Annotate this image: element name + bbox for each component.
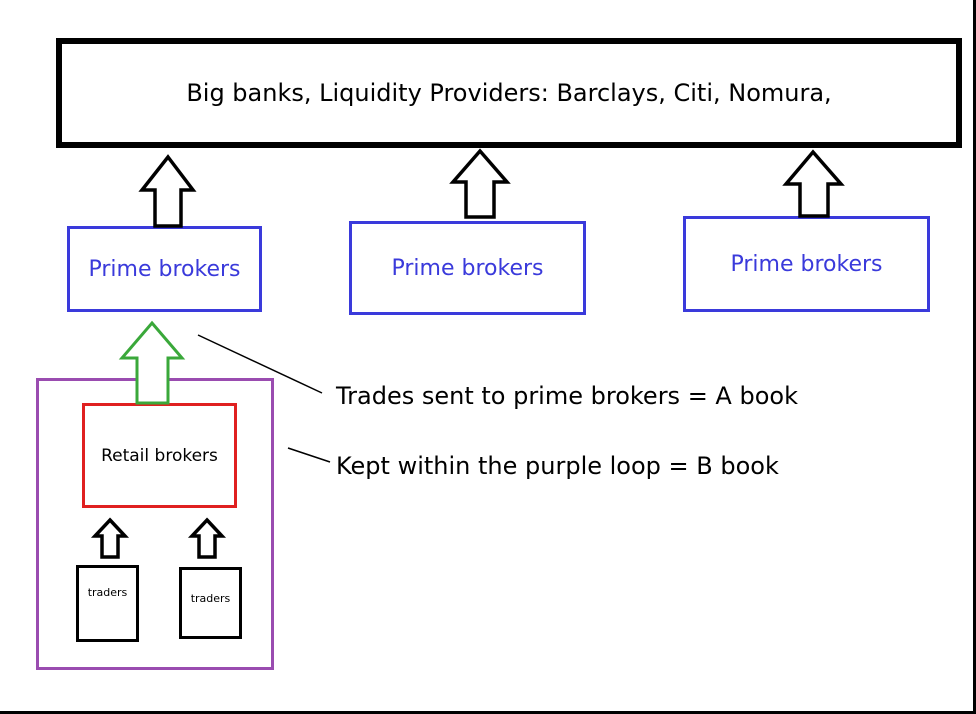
small-up-arrow-icon-trader-1	[90, 517, 130, 559]
up-arrow-icon-prime-1	[138, 154, 197, 228]
small-up-arrow-icon-trader-2	[187, 517, 227, 559]
prime-broker-box-2: Prime brokers	[349, 221, 586, 315]
trader-label-1: traders	[87, 586, 128, 599]
up-arrow-icon-prime-3	[782, 149, 845, 218]
trader-label-2: traders	[190, 592, 231, 605]
green-up-arrow-icon	[118, 320, 186, 405]
prime-broker-label-1: Prime brokers	[88, 256, 241, 282]
a-book-leader-line	[197, 334, 323, 394]
a-book-annotation: Trades sent to prime brokers = A book	[336, 382, 798, 410]
b-book-annotation: Kept within the purple loop = B book	[336, 452, 779, 480]
retail-brokers-label: Retail brokers	[101, 445, 218, 466]
b-book-leader-line	[287, 447, 331, 463]
liquidity-providers-label: Big banks, Liquidity Providers: Barclays…	[186, 79, 832, 107]
trader-box-2: traders	[179, 567, 242, 639]
prime-broker-label-3: Prime brokers	[730, 251, 883, 277]
liquidity-providers-box: Big banks, Liquidity Providers: Barclays…	[56, 38, 962, 148]
trader-box-1: traders	[76, 565, 139, 642]
prime-broker-label-2: Prime brokers	[391, 255, 544, 281]
up-arrow-icon-prime-2	[449, 148, 511, 219]
